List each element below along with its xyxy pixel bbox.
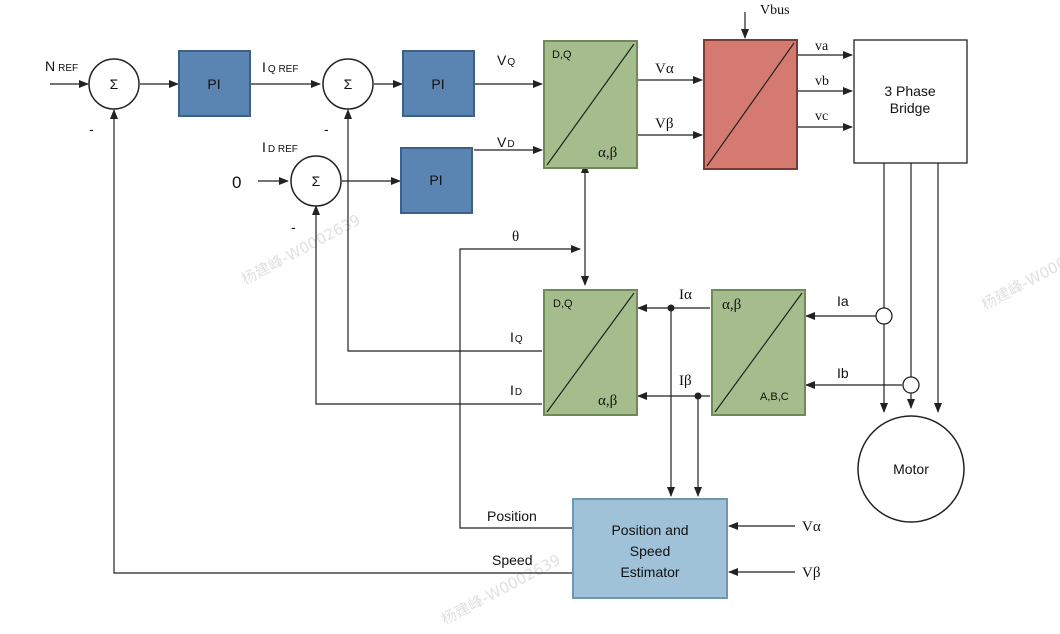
svg-text:Σ: Σ (312, 173, 321, 189)
watermark-1: 杨建峰-W0002639 (238, 211, 363, 289)
label-zero: 0 (232, 173, 241, 192)
label-theta: θ (512, 229, 519, 245)
pi-speed-block: PI (178, 50, 251, 117)
motor: Motor (857, 415, 965, 523)
sum-speed: Σ (88, 58, 140, 110)
inverse-park-block: D,Q α,β (543, 40, 638, 169)
wires (50, 12, 942, 576)
svg-text:3 Phase: 3 Phase (884, 83, 936, 99)
junction-dot-ibeta (694, 392, 702, 400)
label-iq-feedback: IQ (510, 329, 523, 345)
label-ia: Ia (837, 293, 849, 309)
svg-text:Speed: Speed (630, 543, 670, 559)
position-speed-estimator-block: Position and Speed Estimator (572, 498, 728, 599)
label-ialpha: Iα (679, 287, 692, 303)
pwm-block (703, 39, 798, 170)
svg-text:Σ: Σ (344, 76, 353, 92)
clarke-block: α,β A,B,C (711, 289, 806, 416)
sum-id: Σ (290, 155, 342, 207)
label-va: va (815, 39, 829, 54)
svg-text:Σ: Σ (110, 76, 119, 92)
pi-iq-block: PI (402, 50, 475, 117)
svg-text:Estimator: Estimator (620, 564, 679, 580)
label-vbeta: Vβ (655, 116, 673, 132)
park-block: D,Q α,β (543, 289, 638, 416)
sum-iq: Σ (322, 58, 374, 110)
svg-text:PI: PI (429, 172, 442, 188)
svg-text:PI: PI (431, 76, 444, 92)
svg-text:Motor: Motor (893, 461, 929, 477)
label-vbeta-estimator: Vβ (802, 565, 820, 581)
label-minus-speed: - (89, 121, 94, 137)
current-sensor-a (875, 307, 893, 325)
svg-text:A,B,C: A,B,C (760, 391, 789, 403)
label-minus-id: - (291, 219, 296, 235)
junction-dot-ialpha (667, 304, 675, 312)
svg-text:D,Q: D,Q (553, 298, 573, 310)
three-phase-bridge-block: 3 Phase Bridge (853, 39, 968, 164)
label-vb: vb (815, 74, 829, 89)
label-vd: VD (497, 134, 515, 150)
current-sensor-b (902, 376, 920, 394)
label-ibeta: Iβ (679, 373, 692, 389)
svg-text:D,Q: D,Q (552, 49, 572, 61)
label-minus-iq: - (324, 121, 329, 137)
watermark-3: 杨建峰-W0002639 (978, 236, 1060, 314)
pi-id-block: PI (400, 147, 473, 214)
svg-text:α,β: α,β (598, 145, 617, 161)
label-vc: vc (815, 109, 828, 124)
svg-text:α,β: α,β (598, 393, 617, 409)
label-speed: Speed (492, 552, 532, 568)
label-ib: Ib (837, 365, 849, 381)
label-vq: VQ (497, 52, 515, 68)
svg-text:Bridge: Bridge (890, 100, 931, 116)
svg-text:α,β: α,β (722, 297, 741, 313)
svg-text:Position and: Position and (611, 522, 688, 538)
label-valpha-estimator: Vα (802, 519, 821, 535)
label-vbus: Vbus (760, 3, 790, 18)
label-id-feedback: ID (510, 382, 522, 398)
label-valpha: Vα (655, 61, 674, 77)
label-position: Position (487, 508, 537, 524)
svg-text:PI: PI (207, 76, 220, 92)
